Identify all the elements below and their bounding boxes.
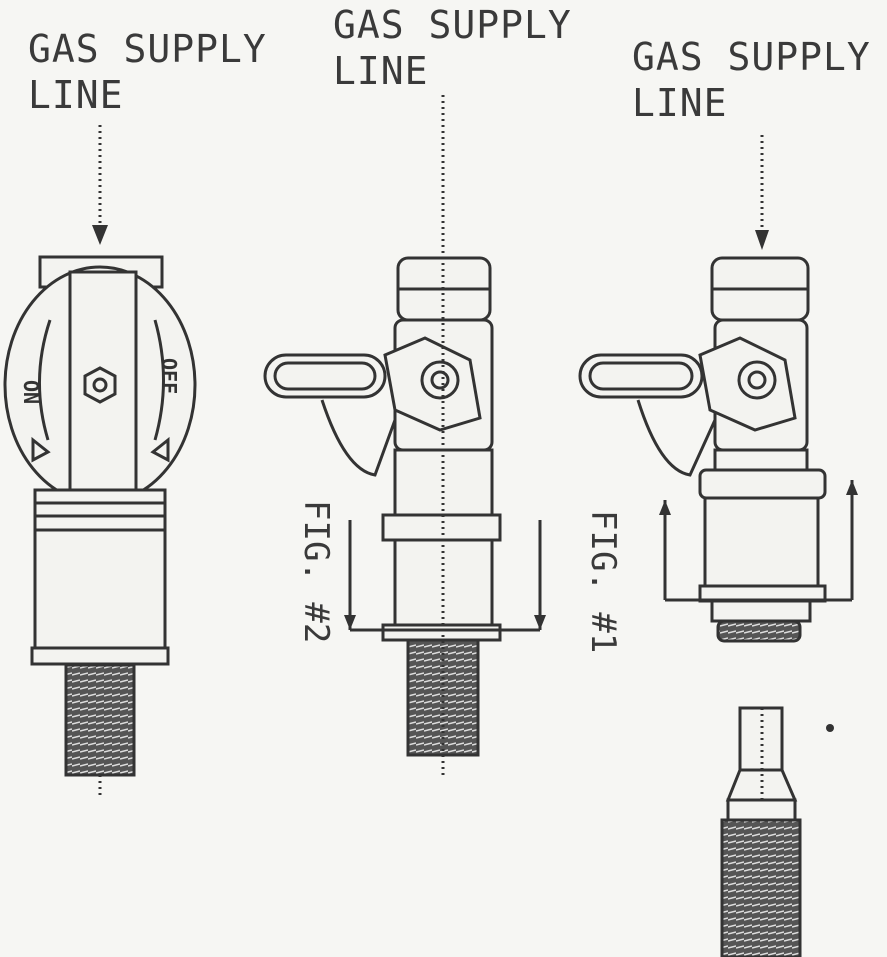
fig1-caption: FIG. #1	[583, 510, 623, 653]
on-arrow-icon	[31, 436, 51, 463]
valve-base	[30, 646, 170, 666]
flex-hose	[720, 818, 802, 957]
valve-base	[381, 623, 502, 642]
stem-center	[747, 370, 767, 390]
valve-neck	[713, 448, 809, 472]
valve-neck-lower	[710, 599, 812, 623]
valve-neck	[393, 448, 494, 517]
dimension-arrow-icon	[659, 500, 671, 515]
fig2-label-line2: LINE	[333, 49, 429, 93]
dimension-arrow-icon	[846, 480, 858, 495]
valve-collar	[698, 468, 827, 500]
valve-stem	[737, 360, 777, 400]
valve-lower-body	[703, 496, 820, 588]
valve-stem	[420, 360, 460, 400]
speck	[826, 724, 834, 732]
flex-connector-fitting	[720, 706, 802, 957]
dial-band	[68, 270, 138, 504]
stem-center	[92, 377, 108, 393]
flow-arrow-icon	[755, 230, 769, 250]
left-valve-figure: GAS SUPPLY LINE ON OFF	[3, 27, 267, 795]
stem-center	[430, 370, 450, 390]
off-arrow-icon	[150, 436, 170, 463]
fig2-caption: FIG. #2	[296, 500, 336, 643]
left-label-line2: LINE	[28, 73, 124, 117]
valve-collar	[33, 488, 167, 532]
fig2-label-line1: GAS SUPPLY	[333, 3, 572, 47]
valve-stem-nut	[83, 366, 117, 404]
flow-arrow-icon	[92, 225, 108, 245]
fig1-valve-figure: GAS SUPPLY LINE FIG. #1	[578, 35, 871, 957]
off-arc	[153, 319, 165, 441]
valve-handle[interactable]	[578, 353, 704, 399]
fitting-nut	[726, 798, 797, 822]
off-label: OFF	[157, 358, 181, 394]
on-arc	[38, 319, 52, 441]
threaded-pipe	[64, 663, 136, 777]
handle-sweep-arc	[320, 399, 397, 477]
dimension-arrow-icon	[344, 615, 356, 630]
fig1-label-line2: LINE	[632, 81, 728, 125]
valve-handle[interactable]	[263, 353, 387, 399]
valve-body	[33, 528, 167, 654]
handle-sweep-arc	[636, 399, 717, 477]
left-label-line1: GAS SUPPLY	[28, 27, 267, 71]
flare-thread	[716, 619, 802, 643]
handle-inner	[588, 361, 694, 391]
on-label: ON	[19, 380, 43, 404]
handle-inner	[273, 361, 377, 391]
dimension-arrow-icon	[534, 615, 546, 630]
fig2-valve-figure: GAS SUPPLY LINE FIG. #2	[263, 3, 572, 775]
fig1-label-line1: GAS SUPPLY	[632, 35, 871, 79]
